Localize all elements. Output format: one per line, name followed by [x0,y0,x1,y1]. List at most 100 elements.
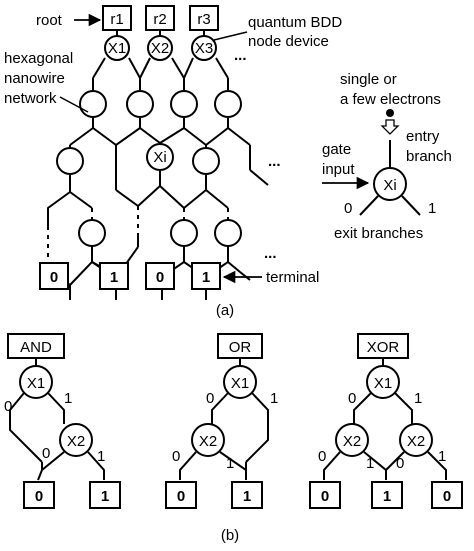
or-diagram: OR X1 0 1 X2 0 1 0 1 [165,333,278,509]
terminal-label: terminal [266,269,319,286]
edge2-1-label: 1 [226,455,234,472]
node-x1-label: X1 [374,375,392,392]
wire [211,392,269,463]
terminal-box [431,481,463,509]
terminal-value: 1 [243,488,251,505]
terminal-box [309,481,341,509]
node-x1-label: X1 [108,40,126,57]
node-x1 [223,365,257,399]
terminal-box [371,481,403,509]
node-x2 [399,423,433,457]
terminal-value: 0 [35,488,43,505]
terminal-value: 0 [177,488,185,505]
xor-diagram: XOR X1 0 1 X2 X2 0 1 0 1 0 1 0 [309,333,463,509]
net-node [192,147,220,175]
terminal-box [39,262,69,290]
exit-branch-1 [401,195,421,216]
device-label-line1: quantum BDD [248,14,342,31]
node-x1-label: X1 [231,375,249,392]
inset-node-label: Xi [383,177,396,194]
electron-label-line1: single or [340,71,397,88]
wire [179,451,247,480]
network-pointer [59,96,89,113]
node-xi-label: Xi [153,149,166,166]
electron-dot [386,109,394,117]
exit-0-label: 0 [344,200,352,217]
gate-label: XOR [367,339,400,356]
node-x2-label: X2 [199,433,217,450]
node-x2 [335,423,369,457]
terminal-box [89,481,121,509]
edge-0-label: 0 [206,390,214,407]
electron-label-line2: a few electrons [340,91,441,108]
ellipsis-bottom: ... [264,245,277,262]
gate-label-line2: input [322,161,355,178]
net-node [79,90,107,118]
wire [353,392,413,424]
node-x2-label: X2 [407,433,425,450]
net-node [170,90,198,118]
device-pointer [213,31,248,41]
root-box-1-label: r1 [110,11,123,28]
edge3-0-label: 0 [396,455,404,472]
gate-box [7,333,65,359]
caption-a: (a) [216,302,234,319]
node-x2 [147,35,173,61]
terminal-value: 1 [101,488,109,505]
edge-0-label: 0 [348,390,356,407]
terminal-box [23,481,55,509]
edge2-0-label: 0 [172,448,180,465]
edge2-0-label: 0 [318,448,326,465]
gate-label: AND [20,339,52,356]
network-label-line3: network [4,90,57,107]
root-box-2 [145,5,175,31]
node-xi [146,143,174,171]
node-x3-label: X3 [195,40,213,57]
net-node [214,90,242,118]
root-label: root [36,12,63,29]
edge-1-label: 1 [270,390,278,407]
electron-flow-arrow [380,119,400,135]
node-x1 [104,35,130,61]
terminal-box [165,481,197,509]
terminal-value: 0 [321,488,329,505]
net-node [78,219,106,247]
node-x2-label: X2 [67,433,85,450]
part-a: root r1 r2 r3 [4,5,452,319]
net-node [126,90,154,118]
gate-label-line1: gate [322,141,351,158]
node-x2 [191,423,225,457]
device-inset: single or a few electrons entry branch g… [322,71,452,242]
wire [37,451,105,481]
wire [9,392,65,463]
terminal-box [145,262,175,290]
edge2-1-label: 1 [97,448,105,465]
exit-label: exit branches [334,225,423,242]
exit-branch-0 [359,195,379,216]
edge-1-label: 1 [64,390,72,407]
node-x1 [366,365,400,399]
network-label-line1: hexagonal [4,50,73,67]
inset-node-xi [373,167,407,201]
device-label-line2: node device [248,33,329,50]
ellipsis-mid: ... [268,153,281,170]
node-x3 [191,35,217,61]
node-x1 [19,365,53,399]
node-x2-label: X2 [151,40,169,57]
ellipsis-top: ... [234,47,247,64]
edge-1-label: 1 [414,390,422,407]
edge3-1-label: 1 [438,448,446,465]
edge2-1-label: 1 [366,455,374,472]
terminal-box [99,262,129,290]
network-label-line2: nanowire [4,70,65,87]
edge-0-label: 0 [4,398,12,415]
node-x2-label: X2 [343,433,361,450]
net-node [56,147,84,175]
net-node [170,219,198,247]
root-box-3-label: r3 [197,11,210,28]
terminal-value: 0 [50,269,58,286]
terminal-value: 0 [443,488,451,505]
root-box-2-label: r2 [153,11,166,28]
